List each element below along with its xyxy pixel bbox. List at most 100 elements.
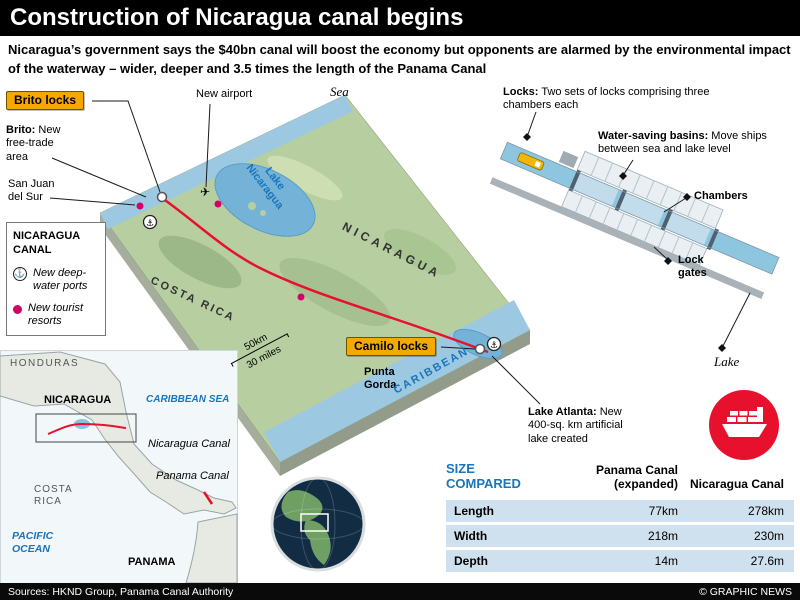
- terrain-shading: [158, 235, 242, 289]
- central-america-landmass: [0, 351, 237, 515]
- locks-note: Locks: Two sets of locks comprising thre…: [503, 86, 741, 113]
- lock-gates-label: Lock gates: [678, 254, 707, 280]
- plate-side-south: [280, 330, 530, 476]
- ship-bridge: [534, 161, 541, 168]
- brito-locks-tag: Brito locks: [6, 91, 85, 110]
- locator-nicaragua-canal-line: [47, 422, 127, 435]
- globe-icon: [270, 476, 366, 572]
- brito-note-title: Brito:: [6, 124, 36, 136]
- legend-item-ports: ⚓ New deep-water ports: [13, 266, 99, 293]
- basins-note-text: Move ships between sea and lake level: [598, 130, 767, 156]
- resort-dot-icon: [13, 304, 22, 314]
- new-airport-label: New airport: [196, 88, 253, 100]
- lake-atlanta-shape: [453, 328, 503, 360]
- locks-structure: [489, 141, 780, 299]
- credit-text: © GRAPHIC NEWS: [699, 585, 792, 598]
- panama-canal-label: Panama Canal: [156, 470, 229, 482]
- column-header-nicaragua: Nicaragua Canal: [689, 477, 784, 492]
- brito-locks-marker: [156, 191, 168, 203]
- port-anchor-icon: [486, 336, 502, 352]
- dock-structure: [558, 150, 579, 169]
- legend-item-label: New tourist resorts: [28, 301, 84, 328]
- terrain-shading: [267, 155, 343, 201]
- container-ship-icon: [722, 407, 767, 437]
- legend-item-resorts: New tourist resorts: [13, 302, 99, 328]
- lock-gate: [614, 189, 627, 212]
- lake-nicaragua-shape: [214, 163, 316, 237]
- honduras-label: HONDURAS: [10, 358, 80, 369]
- resort-dot-icon: [136, 202, 144, 210]
- row-value-panama: 218m: [647, 528, 678, 543]
- map-markers: ⚓ ⚓ ✈: [136, 185, 502, 355]
- nicaragua-canal-label: Nicaragua Canal: [148, 438, 230, 450]
- table-row: Depth 14m 27.6m: [446, 549, 794, 572]
- legend-item-label: New deep-water ports: [33, 266, 88, 292]
- title-bar: Construction of Nicaragua canal begins: [0, 0, 800, 36]
- legend-title: NICARAGUA CANAL: [13, 230, 80, 256]
- sources-text: Sources: HKND Group, Panama Canal Author…: [8, 585, 234, 598]
- globe-highlight-box: [300, 513, 329, 532]
- locks-slab-edge: [489, 177, 765, 299]
- lake-island: [260, 210, 266, 216]
- row-label: Depth: [454, 553, 488, 568]
- brito-note: Brito: New free-trade area: [6, 124, 70, 164]
- costa-rica-locator-label: COSTA RICA: [34, 484, 73, 508]
- leader-diamonds: [523, 133, 726, 352]
- map-legend: NICARAGUA CANAL ⚓ New deep-water ports N…: [6, 222, 106, 337]
- size-comparison-table: SIZE COMPARED Panama Canal (expanded) Ni…: [446, 461, 794, 572]
- canal-route-line: [161, 196, 489, 354]
- camilo-locks-tag: Camilo locks: [346, 337, 437, 356]
- sea-label: Sea: [330, 84, 349, 99]
- chambers-label: Chambers: [694, 190, 748, 202]
- row-value-panama: 14m: [654, 553, 678, 568]
- channel-outline: [499, 141, 780, 275]
- lake-island: [248, 202, 256, 210]
- lake-label: Lake: [714, 354, 740, 369]
- ship-badge: [709, 390, 779, 460]
- lock-gate: [706, 228, 719, 251]
- row-label: Width: [454, 528, 488, 543]
- lock-chamber: [573, 173, 619, 207]
- leader-lines: [49, 100, 751, 497]
- brito-note-text: New free-trade area: [6, 124, 61, 163]
- lock-gate: [660, 208, 673, 231]
- basins-note-title: Water-saving basins:: [598, 130, 709, 142]
- row-value-nicaragua: 27.6m: [750, 553, 784, 568]
- table-header: SIZE COMPARED Panama Canal (expanded) Ni…: [446, 461, 794, 497]
- locator-panama-canal-line: [202, 491, 214, 505]
- row-label: Length: [454, 503, 494, 518]
- footer-bar: Sources: HKND Group, Panama Canal Author…: [0, 583, 800, 600]
- resort-dot-icon: [297, 293, 305, 301]
- nicaragua-locator-label: NICARAGUA: [44, 394, 112, 406]
- table-row: Width 218m 230m: [446, 524, 794, 547]
- basins-note: Water-saving basins: Move ships between …: [598, 130, 798, 157]
- punta-gorda-label: Punta Gorda: [364, 366, 397, 392]
- lake-atlanta-note: Lake Atlanta: New 400-sq. km artificial …: [528, 406, 640, 446]
- resort-dot-icon: [214, 200, 222, 208]
- basin-dividers: [574, 195, 694, 260]
- caribbean-sea-label: CARIBBEAN SEA: [146, 394, 230, 405]
- row-value-nicaragua: 230m: [753, 528, 784, 543]
- anchor-icon: ⚓: [13, 266, 27, 281]
- locks-note-text: Two sets of locks comprising three chamb…: [503, 86, 710, 112]
- anchor-glyph: ⚓: [146, 219, 154, 229]
- table-title: SIZE COMPARED: [446, 461, 521, 491]
- panama-locator-label: PANAMA: [128, 556, 176, 568]
- terrain-shading: [383, 229, 457, 275]
- row-value-nicaragua: 278km: [747, 503, 784, 518]
- locator-map: [0, 350, 238, 584]
- column-header-panama: Panama Canal (expanded): [595, 463, 678, 492]
- port-anchor-icon: [142, 214, 158, 230]
- san-juan-label: San Juan del Sur: [8, 178, 55, 204]
- airplane-icon: ✈: [200, 185, 210, 199]
- camilo-locks-marker: [474, 343, 486, 355]
- row-value-panama: 77km: [648, 503, 678, 518]
- lock-chamber: [665, 212, 711, 246]
- locks-note-title: Locks:: [503, 86, 539, 98]
- pacific-ocean-label: PACIFIC OCEAN: [12, 530, 54, 555]
- intro-text: Nicaragua’s government says the $40bn ca…: [8, 42, 791, 76]
- lake-atlanta-title: Lake Atlanta:: [528, 406, 597, 418]
- page-title: Construction of Nicaragua canal begins: [10, 4, 464, 31]
